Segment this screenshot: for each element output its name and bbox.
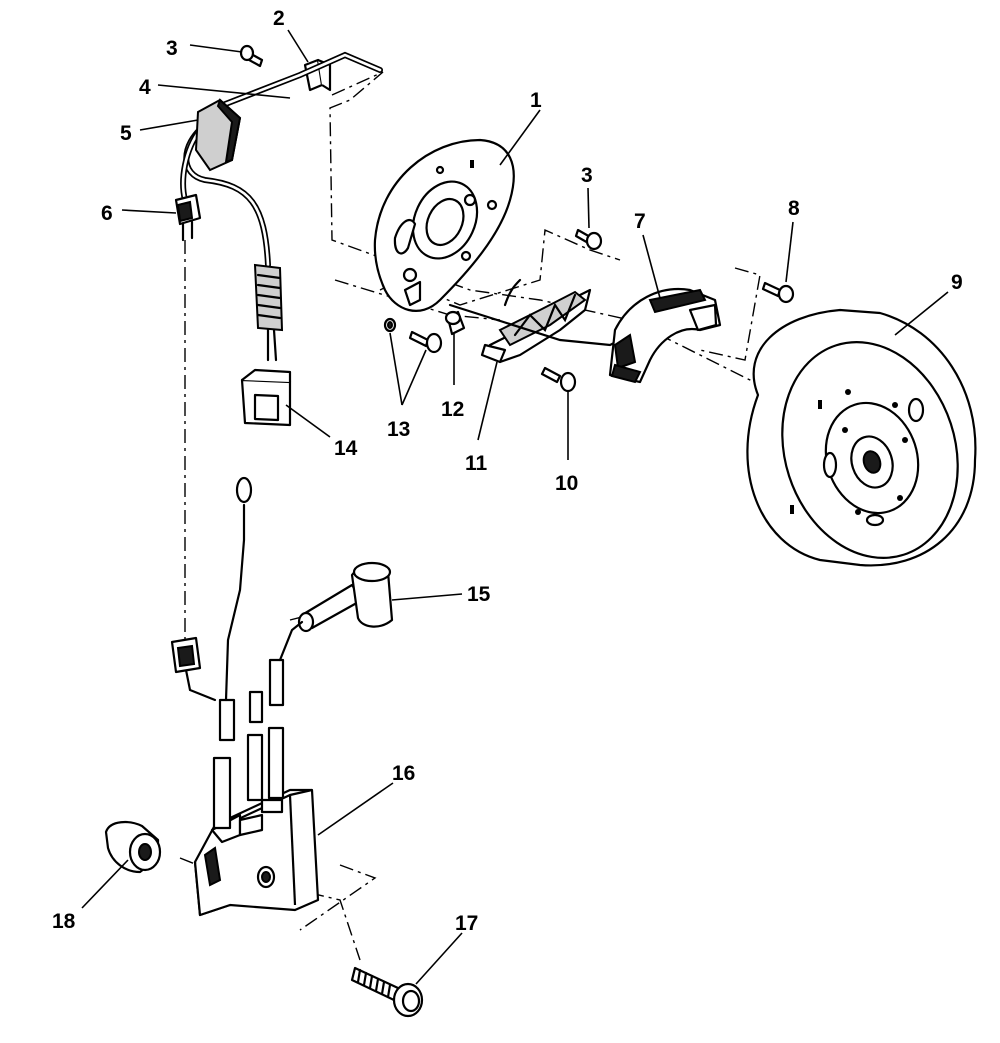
leader-2 <box>287 29 309 63</box>
stator-plate <box>373 138 515 312</box>
charge-coil <box>608 287 722 384</box>
leader-16 <box>317 782 394 836</box>
callout-14: 14 <box>334 437 358 460</box>
screw-10 <box>540 366 577 393</box>
callout-3-upper: 3 <box>166 37 178 60</box>
pulser-coil <box>448 278 632 364</box>
leader-14 <box>285 404 331 438</box>
callout-2: 2 <box>273 7 285 30</box>
assembly-centerlines <box>179 71 791 961</box>
bolt-17 <box>350 966 424 1018</box>
leader-5 <box>139 119 199 131</box>
screw-8 <box>761 281 795 304</box>
leader-18 <box>81 859 129 909</box>
leader-3b <box>587 187 590 229</box>
bushing-18 <box>104 820 162 874</box>
callout-13: 13 <box>387 418 410 441</box>
ignition-coil-16 <box>170 476 320 917</box>
callout-8: 8 <box>788 197 800 220</box>
callout-6: 6 <box>101 202 113 225</box>
grommet-5 <box>194 98 242 172</box>
spacer-12 <box>444 310 466 336</box>
leader-13b <box>401 349 427 406</box>
leader-lines <box>81 29 949 985</box>
callout-5: 5 <box>120 122 132 145</box>
screw-and-washer-13 <box>383 317 443 354</box>
leader-17 <box>415 932 463 985</box>
leader-7 <box>642 234 661 299</box>
leader-1 <box>499 109 541 166</box>
flywheel <box>746 308 977 567</box>
leader-4 <box>157 84 291 99</box>
callout-9: 9 <box>951 271 963 294</box>
callout-7: 7 <box>634 210 646 233</box>
callout-11: 11 <box>465 452 488 475</box>
connector-6 <box>174 193 202 242</box>
callout-15: 15 <box>467 583 491 606</box>
leader-8 <box>785 221 794 283</box>
callout-3-right: 3 <box>581 164 593 187</box>
screw-3-right <box>574 228 603 251</box>
spark-plug-cap-15 <box>297 561 394 633</box>
voltage-regulator-14 <box>240 263 292 427</box>
leader-3a <box>189 44 243 53</box>
leader-6 <box>121 209 177 214</box>
callout-1: 1 <box>530 89 542 112</box>
leader-15 <box>391 593 463 601</box>
callout-18: 18 <box>52 910 76 933</box>
callout-16: 16 <box>392 762 415 785</box>
callout-4: 4 <box>139 76 151 99</box>
callout-10: 10 <box>555 472 578 495</box>
leader-11 <box>477 361 498 441</box>
leader-13a <box>389 332 403 406</box>
screw-3-upper <box>239 44 264 68</box>
callout-labels: 1 2 3 3 4 5 6 7 8 9 10 11 12 13 14 15 16… <box>52 7 963 935</box>
leader-9 <box>894 291 949 336</box>
callout-17: 17 <box>455 912 478 935</box>
callout-12: 12 <box>441 398 464 421</box>
